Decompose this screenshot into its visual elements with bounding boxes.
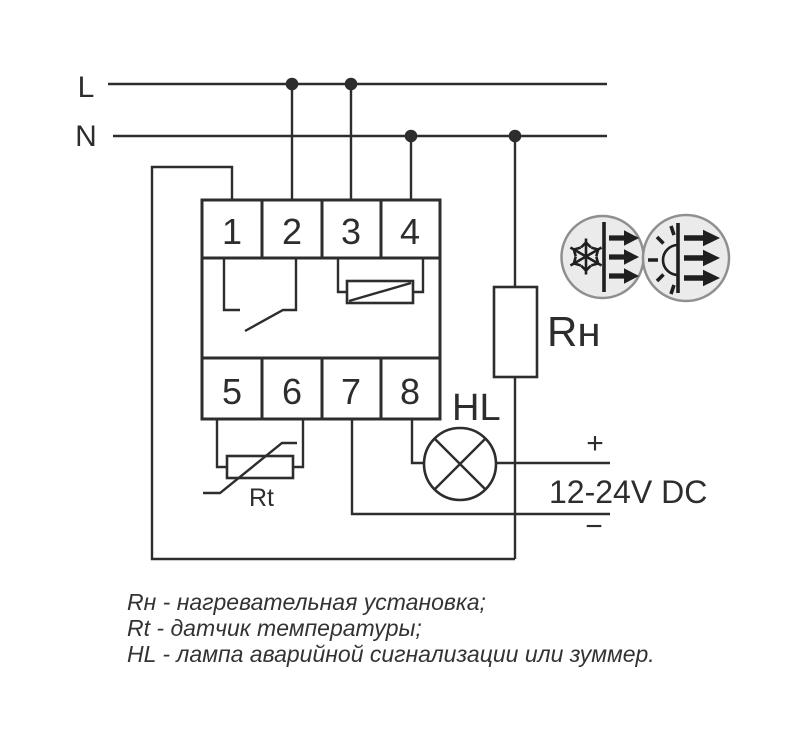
terminal-label: 6 — [282, 371, 302, 412]
terminal-label: 8 — [400, 371, 420, 412]
plus-label: + — [586, 427, 604, 460]
terminal-label: 3 — [341, 211, 361, 252]
heat-arrow-icon — [609, 230, 639, 246]
relay-contact-arm — [244, 258, 298, 333]
terminal-row-top: 1 2 3 4 — [200, 198, 442, 260]
legend-line: HL - лампа аварийной сигнализации или зу… — [127, 641, 655, 667]
sensor-wire-left — [215, 419, 227, 469]
terminal-row-bottom: 5 6 7 8 — [200, 356, 442, 421]
device-body — [200, 256, 442, 360]
terminal-label: 2 — [282, 211, 302, 252]
terminal-label: 7 — [341, 371, 361, 412]
relay-contact-fixed — [222, 258, 240, 312]
module-diagonal — [348, 281, 412, 303]
phase-label: L — [78, 71, 95, 104]
minus-wire — [350, 419, 610, 516]
terminal-label: 4 — [400, 211, 420, 252]
module-lead-left — [336, 258, 347, 294]
neutral-label: N — [75, 120, 97, 153]
terminal-label: 1 — [222, 211, 242, 252]
heat-arrow-icon — [684, 249, 720, 267]
lamp-cross — [433, 437, 487, 491]
terminal-cell-4 — [379, 198, 442, 260]
heater-label: Rн — [547, 308, 601, 355]
legend: Rн - нагревательная установка; Rt - датч… — [127, 589, 655, 667]
terminal-cell-2 — [260, 198, 324, 260]
heat-arrow-icon — [609, 249, 639, 265]
heating-mode-icon — [641, 213, 731, 303]
legend-line: Rн - нагревательная установка; — [127, 589, 486, 615]
minus-label: − — [585, 510, 603, 543]
terminal-cell-8 — [379, 356, 442, 421]
heater-resistor-symbol — [492, 285, 539, 379]
defrost-mode-icon — [560, 214, 645, 300]
heat-arrow-icon — [684, 229, 720, 247]
junction-dot — [344, 77, 358, 91]
thermistor-diagonal — [203, 441, 297, 495]
feedback-loop-wire — [150, 165, 515, 561]
lamp-wire — [410, 419, 424, 465]
thermistor-symbol — [225, 454, 295, 480]
module-lead-right — [413, 258, 425, 294]
snowflake-icon — [569, 238, 603, 275]
legend-line: Rt - датчик температуры; — [127, 615, 422, 641]
supply-voltage-label: 12-24V DC — [549, 474, 707, 510]
sensor-label: Rt — [249, 484, 274, 512]
junction-dot — [285, 77, 299, 91]
sun-icon — [648, 225, 679, 295]
junction-dot — [404, 129, 418, 143]
lamp-label: HL — [452, 387, 501, 429]
heat-arrow-icon — [609, 268, 639, 284]
junction-dot — [508, 129, 522, 143]
sensor-wire-right — [293, 419, 305, 469]
heat-arrow-icon — [684, 269, 720, 287]
terminal-label: 5 — [222, 371, 242, 412]
